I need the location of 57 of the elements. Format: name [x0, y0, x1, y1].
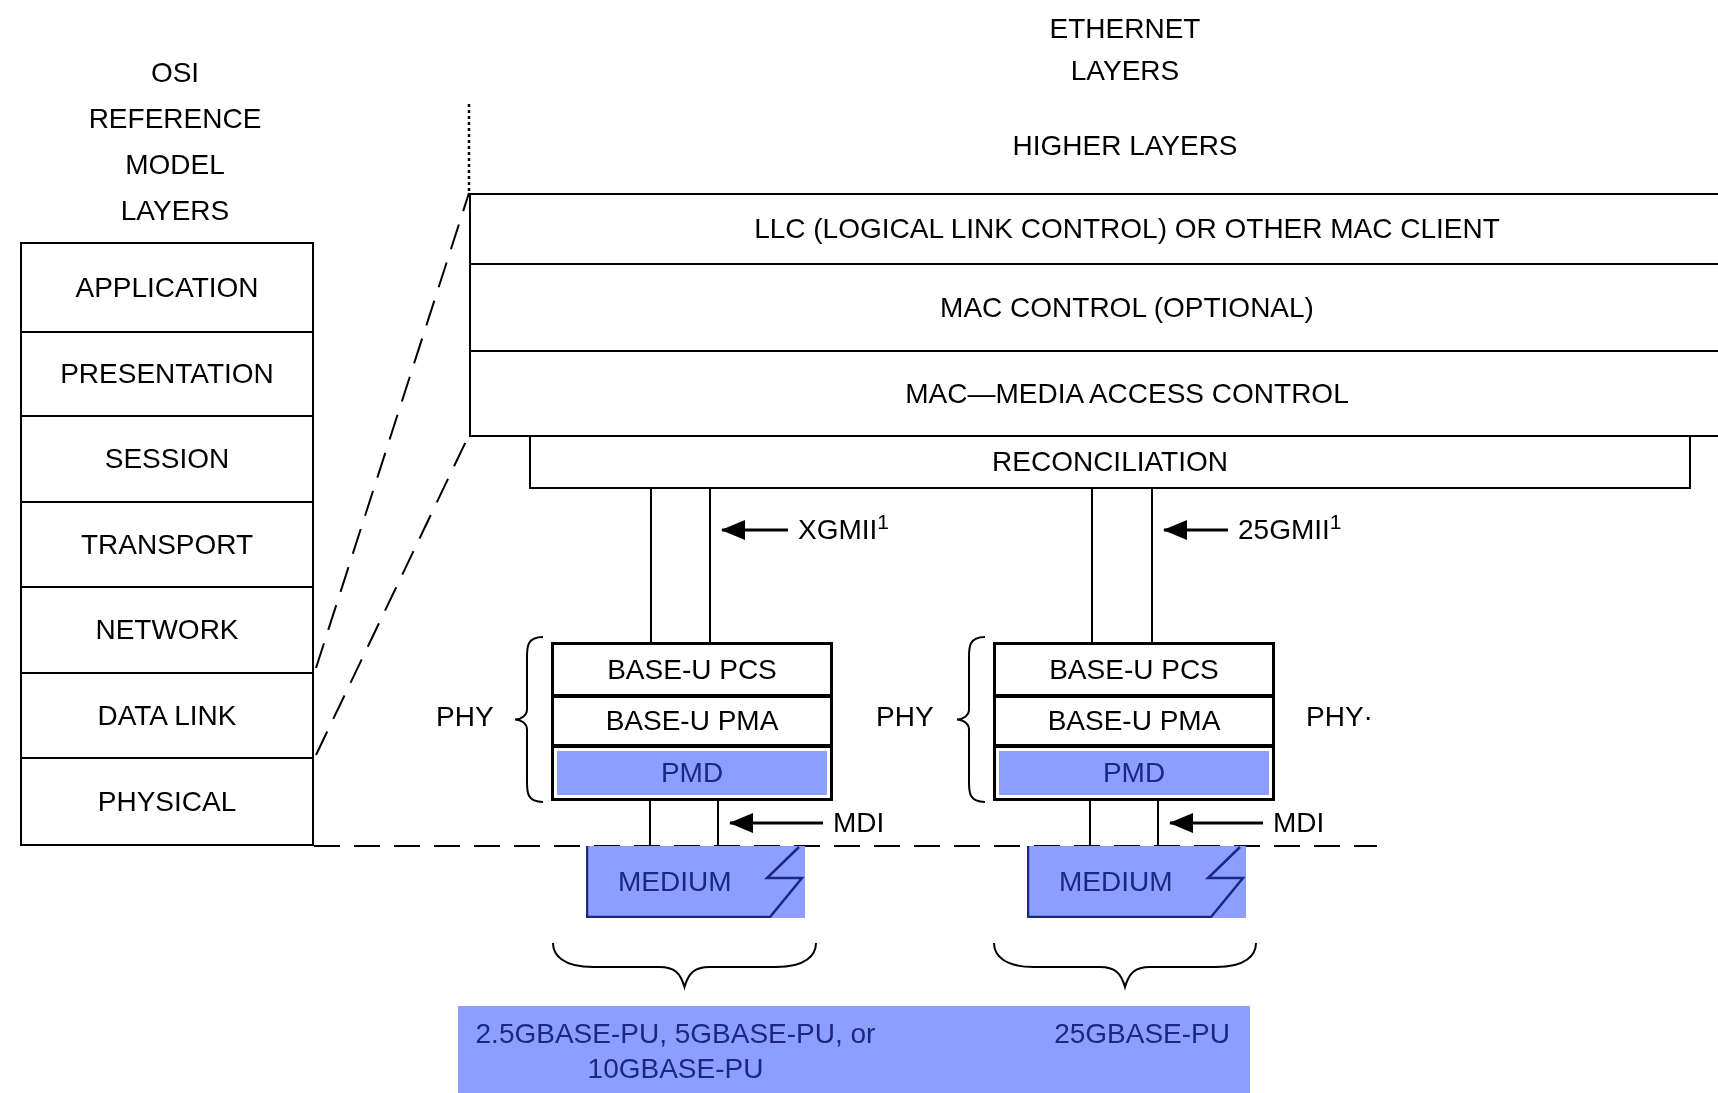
interface-bus — [650, 489, 711, 642]
interface-bus — [649, 801, 719, 846]
layer-box — [469, 193, 1718, 265]
interface-label: MDI — [1273, 806, 1325, 840]
medium-label: MEDIUM — [618, 865, 732, 899]
sublayer-box — [551, 695, 833, 747]
heading-label: OSI REFERENCE MODEL LAYERS — [87, 56, 263, 228]
layer-label: RECONCILIATION — [992, 445, 1228, 479]
osi-layer-box — [20, 672, 314, 759]
interface-label: MDI — [833, 806, 885, 840]
interface-bus — [1089, 801, 1159, 846]
interface-label: 25GMII$^{1}$ — [1238, 509, 1342, 547]
layer-box — [469, 350, 1718, 437]
arrow — [721, 520, 788, 540]
layer-label: TRANSPORT — [80, 527, 254, 562]
layer-label: PMD — [660, 756, 724, 790]
interface-bus — [1091, 489, 1153, 642]
layer-label: BASE-U PCS — [607, 652, 777, 687]
arrow — [729, 813, 823, 833]
layer-label: LLC (LOGICAL LINK CONTROL) OR OTHER MAC CLIENT — [754, 212, 1500, 246]
sublayer-box — [993, 745, 1275, 801]
arrow — [1169, 813, 1263, 833]
port-type-label: 25GBASE-PU — [1054, 1017, 1230, 1051]
heading-label: PHY — [876, 700, 934, 734]
port-type-label: 2.5GBASE-PU, 5GBASE-PU, or 10GBASE-PU — [474, 1017, 877, 1086]
heading-label: HIGHER LAYERS — [1011, 129, 1239, 163]
arrow — [1163, 520, 1228, 540]
layer-label: DATA LINK — [97, 698, 237, 733]
projection-line — [315, 192, 470, 669]
medium-label: MEDIUM — [1059, 865, 1173, 899]
layer-label: SESSION — [104, 442, 230, 476]
sublayer-box — [551, 745, 833, 801]
heading-label: PHY· — [1306, 700, 1373, 734]
osi-layer-box — [20, 242, 314, 333]
layer-label: APPLICATION — [75, 270, 259, 305]
sublayer-box — [993, 642, 1275, 697]
layer-label: MAC CONTROL (OPTIONAL) — [940, 290, 1314, 325]
heading-label: ETHERNET LAYERS — [1048, 12, 1202, 88]
sublayer-box — [993, 695, 1275, 747]
sublayer-box — [551, 642, 833, 697]
heading-label: PHY — [436, 700, 494, 734]
interface-label: XGMII$^{1}$ — [798, 509, 890, 547]
layer-label: BASE-U PMA — [1047, 704, 1221, 738]
port-type-band — [458, 1006, 1250, 1093]
layer-label: PRESENTATION — [60, 357, 274, 391]
layer-label: PMD — [1102, 756, 1166, 790]
layer-box — [529, 435, 1691, 489]
osi-layer-box — [20, 757, 314, 846]
layer-label: PHYSICAL — [97, 784, 237, 819]
layer-label: MAC—MEDIA ACCESS CONTROL — [905, 376, 1349, 411]
layer-label: BASE-U PMA — [605, 704, 779, 738]
osi-layer-box — [20, 586, 314, 674]
osi-layer-box — [20, 415, 314, 503]
osi-layer-box — [20, 331, 314, 417]
osi-layer-box — [20, 501, 314, 588]
layer-label: NETWORK — [95, 613, 239, 647]
layer-label: BASE-U PCS — [1049, 652, 1219, 687]
